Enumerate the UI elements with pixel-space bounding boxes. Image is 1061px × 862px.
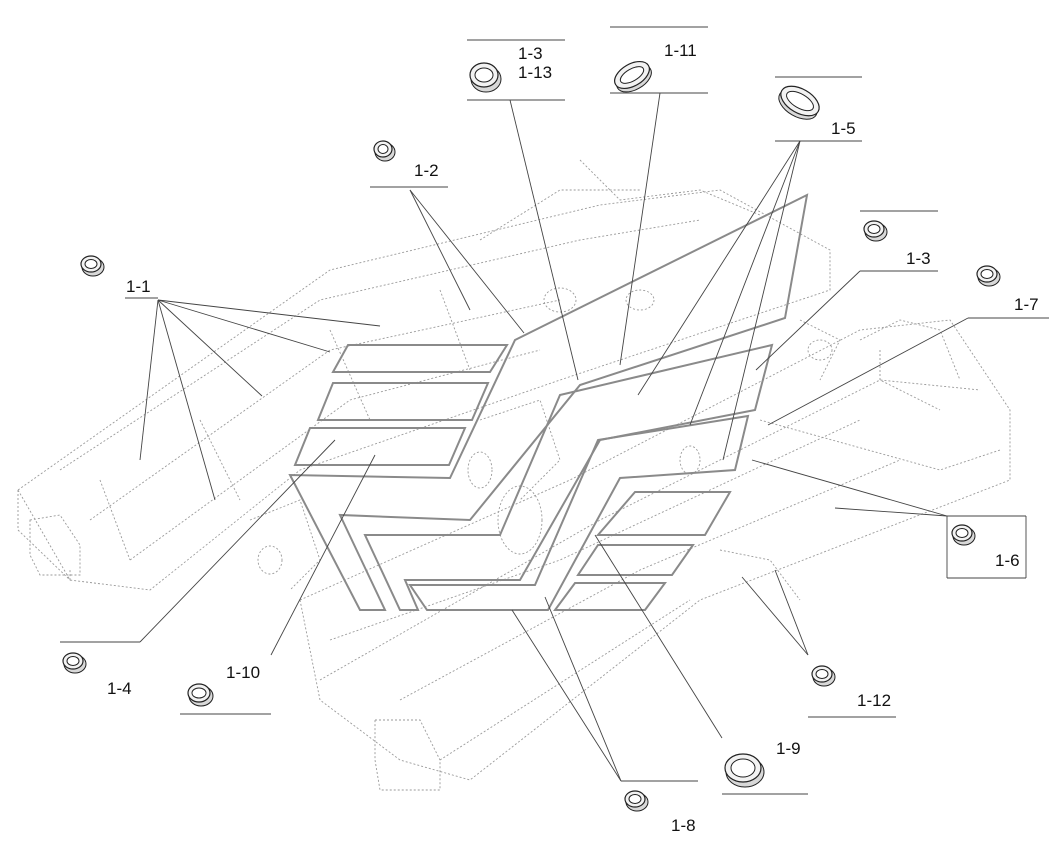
round-grommet-icon — [373, 140, 396, 162]
part-label-1-9: 1-9 — [776, 739, 801, 758]
round-grommet-icon — [80, 255, 105, 277]
cover-plate-large-middle — [363, 343, 774, 611]
round-grommet-icon — [62, 652, 87, 674]
round-grommet-icon — [624, 790, 649, 812]
round-grommet-icon — [863, 220, 888, 242]
part-label-1-3-right: 1-3 — [906, 249, 931, 268]
round-grommet-icon — [976, 265, 1001, 287]
cover-plate-bottom-right-3 — [553, 582, 667, 611]
part-label-1-11: 1-11 — [664, 41, 697, 60]
part-label-1-4: 1-4 — [107, 679, 132, 698]
cover-plate-large-upper — [288, 193, 809, 611]
part-label-1-6: 1-6 — [995, 551, 1020, 570]
part-labels: 1-1 1-2 1-3 1-13 1-11 1-5 1-3 1-7 1-6 1-… — [107, 41, 1039, 835]
round-grommet-icon — [811, 665, 836, 687]
part-label-1-2: 1-2 — [414, 161, 439, 180]
cover-plate-top-left-3 — [293, 427, 467, 466]
cover-plate-large-lower — [408, 414, 750, 611]
cover-plate-top-left-2 — [316, 382, 490, 421]
part-label-1-3: 1-3 — [518, 44, 543, 63]
round-grommet-icon — [724, 753, 765, 788]
round-grommet-icon — [187, 683, 214, 707]
cover-plate-bottom-right-1 — [595, 491, 732, 536]
part-label-1-12: 1-12 — [857, 691, 891, 710]
part-label-1-1: 1-1 — [126, 277, 151, 296]
leader-lines — [60, 26, 1049, 795]
part-label-1-13: 1-13 — [518, 63, 552, 82]
part-label-1-7: 1-7 — [1014, 295, 1039, 314]
round-grommet-icon — [951, 524, 976, 546]
oval-grommet-icon — [778, 85, 820, 120]
cover-plate-bottom-right-2 — [576, 544, 695, 576]
cover-plates — [288, 193, 809, 611]
part-label-1-10: 1-10 — [226, 663, 260, 682]
round-grommet-icon — [469, 62, 502, 93]
oval-grommet-icon — [614, 60, 652, 93]
cover-plate-top-left-1 — [331, 344, 509, 373]
part-label-1-5: 1-5 — [831, 119, 856, 138]
part-label-1-8: 1-8 — [671, 816, 696, 835]
